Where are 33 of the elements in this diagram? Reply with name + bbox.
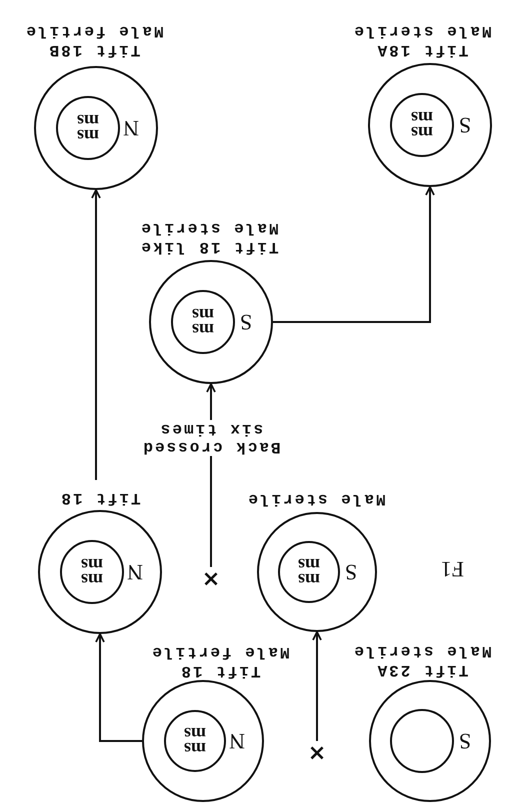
plant-label: Tift 18 like [139,237,279,256]
plant-label: Tift 18A [376,40,468,59]
empty-circle [390,709,454,773]
plant-label: Tift 18B [48,40,140,59]
arrow [95,633,142,742]
genotype-circle: ms ms [278,541,340,603]
cytoplasm-letter: S [458,113,472,137]
cross-symbol: × [307,741,327,763]
arrow [91,189,101,480]
plant-label: Male fertile [150,642,290,661]
genotype-circle: ms ms [164,710,226,772]
plant-label: Male sterile [139,218,279,237]
genotype-circle: ms ms [171,290,235,354]
cytoplasm-letter: S [458,729,472,753]
plant-label: Tift 18 [59,488,141,507]
plant-label: Male sterile [246,489,386,508]
plant-label: Male fertile [24,21,164,40]
arrow [312,631,322,741]
genotype-circle: ms ms [390,93,454,157]
cytoplasm-letter: N [228,729,246,753]
cytoplasm-letter: S [238,310,254,334]
plant-label: Tift 18 [179,661,261,680]
cross-symbol: × [201,567,221,589]
plant-label: Tift 23A [376,660,468,679]
genotype-circle: ms ms [56,96,120,160]
cytoplasm-letter: S [344,560,358,584]
generation-label: F1 [440,556,464,582]
arrow [273,186,435,323]
plant-label: Male sterile [352,641,492,660]
genotype-circle: ms ms [60,540,124,604]
cytoplasm-letter: N [126,560,144,584]
cytoplasm-letter: N [122,116,140,140]
plant-label: Male sterile [352,21,492,40]
